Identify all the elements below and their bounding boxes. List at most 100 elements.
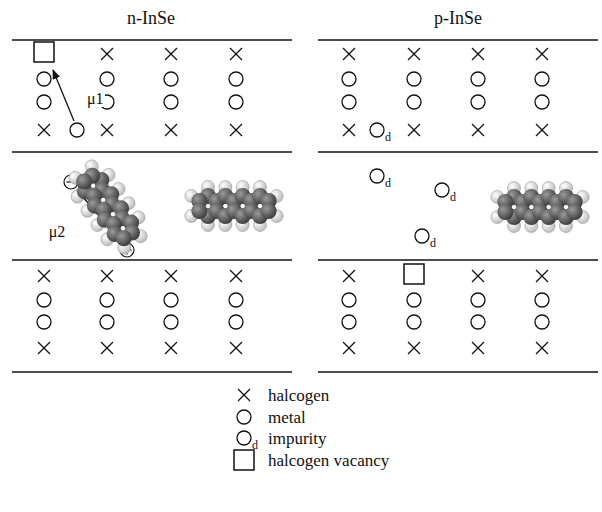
panel-title: p-InSe: [434, 9, 482, 27]
carbon-atom: [497, 204, 513, 220]
metal-atom: [535, 293, 549, 307]
metal-atom: [37, 293, 51, 307]
legend-text: metal: [268, 409, 306, 426]
halcogen-atom: [343, 270, 355, 282]
metal-atom: [471, 315, 485, 329]
halcogen-atom: [165, 124, 177, 136]
halcogen-atom: [238, 389, 250, 401]
halcogen-atom: [101, 124, 113, 136]
metal-atom: [229, 72, 243, 86]
halcogen-atom: [230, 124, 242, 136]
halcogen-atom: [536, 124, 548, 136]
impurity-subscript: d: [450, 191, 456, 203]
metal-atom: [100, 72, 114, 86]
impurity-subscript: d: [430, 237, 436, 249]
halcogen-atom: [101, 48, 113, 60]
halcogen-atom: [38, 342, 50, 354]
halcogen-atom: [165, 124, 177, 136]
halcogen-atom: [230, 124, 242, 136]
metal-atom: [37, 95, 51, 109]
halcogen-atom: [38, 124, 50, 136]
metal-atom: [342, 315, 356, 329]
metal-atom: [237, 431, 251, 445]
halcogen-atom: [165, 270, 177, 282]
chemical-potential: μ1: [86, 91, 105, 107]
halcogen-atom: [343, 124, 355, 136]
legend-text: halcogen vacancy: [268, 452, 389, 469]
metal-atom: [407, 95, 421, 109]
metal-atom: [164, 72, 178, 86]
halcogen-atom: [165, 342, 177, 354]
chemical-potential: μ2: [48, 224, 67, 240]
impurity-subscript: d: [385, 177, 391, 189]
metal-atom: [229, 293, 243, 307]
halcogen-atom: [343, 124, 355, 136]
halcogen-atom: [343, 48, 355, 60]
metal-atom: [370, 169, 384, 183]
halcogen-atom: [165, 270, 177, 282]
halcogen-atom: [408, 48, 420, 60]
metal-atom: [342, 72, 356, 86]
panel-title: n-InSe: [127, 9, 175, 27]
layer-boundary: [318, 151, 598, 152]
halcogen-atom: [408, 124, 420, 136]
halcogen-atom: [230, 270, 242, 282]
metal-atom: [471, 293, 485, 307]
layer-boundary: [12, 39, 292, 40]
halcogen-atom: [472, 270, 484, 282]
metal-atom: [435, 183, 449, 197]
metal-atom: [70, 123, 84, 137]
halcogen-atom: [408, 342, 420, 354]
diffusion-arrow: [53, 70, 74, 121]
halcogen-atom: [230, 270, 242, 282]
halcogen-atom: [165, 342, 177, 354]
halcogen-atom: [536, 124, 548, 136]
halcogen-atom: [472, 270, 484, 282]
layer-boundary: [318, 371, 598, 372]
metal-atom: [471, 72, 485, 86]
metal-atom: [535, 72, 549, 86]
layer-boundary: [318, 39, 598, 40]
halcogen-atom: [101, 342, 113, 354]
halcogen-atom: [101, 270, 113, 282]
halcogen-atom: [343, 342, 355, 354]
metal-atom: [407, 293, 421, 307]
halcogen-atom: [536, 342, 548, 354]
metal-atom: [370, 123, 384, 137]
halcogen-atom: [343, 342, 355, 354]
carbon-atom: [567, 204, 583, 220]
halcogen-atom: [38, 270, 50, 282]
halcogen-atom: [472, 48, 484, 60]
metal-atom: [100, 315, 114, 329]
halcogen-atom: [472, 342, 484, 354]
legend-text: halcogen: [268, 387, 329, 404]
carbon-atom: [116, 230, 132, 246]
carbon-atom: [76, 173, 92, 189]
halcogen-atom: [472, 342, 484, 354]
halcogen-vacancy: [34, 42, 54, 62]
layer-boundary: [12, 259, 292, 260]
halcogen-atom: [101, 124, 113, 136]
metal-atom: [535, 95, 549, 109]
halcogen-atom: [230, 48, 242, 60]
halcogen-atom: [38, 270, 50, 282]
halcogen-vacancy: [234, 450, 254, 470]
halcogen-atom: [101, 342, 113, 354]
halcogen-atom: [408, 124, 420, 136]
halcogen-atom: [101, 48, 113, 60]
carbon-atom: [191, 203, 207, 219]
metal-atom: [407, 315, 421, 329]
halcogen-atom: [238, 389, 250, 401]
layer-boundary: [12, 371, 292, 372]
halcogen-atom: [472, 48, 484, 60]
metal-atom: [100, 293, 114, 307]
halcogen-atom: [165, 48, 177, 60]
layer-boundary: [12, 151, 292, 152]
metal-atom: [342, 293, 356, 307]
halcogen-atom: [536, 342, 548, 354]
metal-atom: [37, 315, 51, 329]
legend-text: impurity: [268, 430, 327, 447]
metal-atom: [535, 315, 549, 329]
layer-boundary: [318, 259, 598, 260]
